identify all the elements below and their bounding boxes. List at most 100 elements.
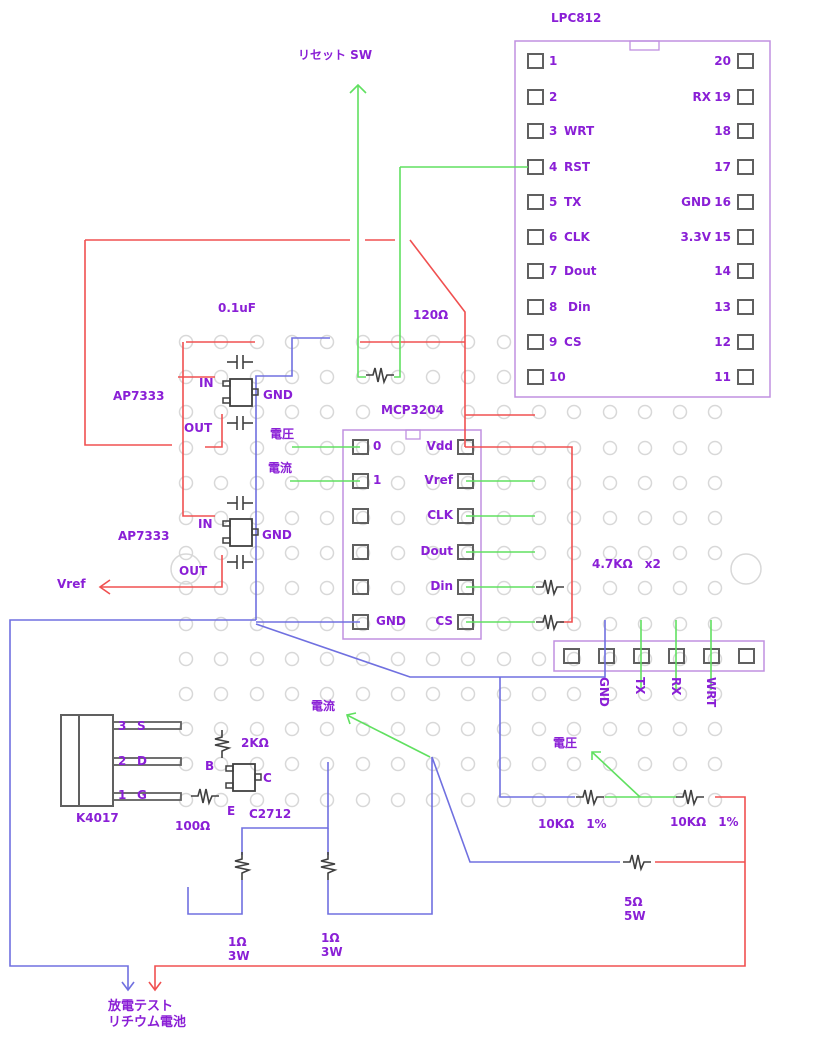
reg1-gnd-label: GND: [263, 388, 293, 402]
transistor-icon-pin: [225, 782, 234, 789]
fet-body: [60, 714, 114, 807]
regulator-icon: [229, 518, 253, 547]
board-hole: [213, 756, 229, 772]
lpc812-left-pin-7-name: Dout: [564, 264, 597, 278]
board-hole: [637, 686, 653, 702]
board-hole: [213, 651, 229, 667]
board-hole: [531, 510, 547, 526]
board-hole: [319, 651, 335, 667]
board-hole: [249, 651, 265, 667]
lpc812-right-pin-11-num: 11: [714, 370, 731, 384]
lpc812-pad: [737, 334, 754, 350]
lpc812-left-pin-3-name: WRT: [564, 124, 595, 138]
vref-label: Vref: [57, 577, 86, 591]
board-hole: [213, 686, 229, 702]
board-hole: [319, 721, 335, 737]
board-hole: [213, 792, 229, 808]
lpc812-pad: [527, 263, 544, 279]
board-hole: [319, 334, 335, 350]
board-hole: [460, 756, 476, 772]
board-hole: [390, 616, 406, 632]
battery-plus-arrow-icon: [148, 981, 162, 992]
fet-pin1-num: 1: [118, 788, 127, 802]
fet-pin2-name: D: [137, 754, 147, 768]
lpc812-left-pin-4-name: RST: [564, 160, 591, 174]
fet-lead: [112, 792, 182, 801]
vref-arrow-icon: [98, 579, 111, 595]
reg1-in-label: IN: [199, 376, 214, 390]
board-hole: [249, 475, 265, 491]
resistor-100-label: 100Ω: [175, 819, 211, 833]
board-hole: [531, 792, 547, 808]
reg2-out-label: OUT: [179, 564, 208, 578]
board-hole: [460, 475, 476, 491]
board-hole: [178, 510, 194, 526]
board-hole: [566, 475, 582, 491]
ground-trace: [499, 677, 575, 798]
lpc812-left-pin-2-num: 2: [549, 90, 558, 104]
lpc812-right-pin-16-name: GND: [681, 195, 711, 209]
battery-label-1: 放電テスト: [108, 999, 174, 1014]
board-hole: [707, 510, 723, 526]
board-hole: [213, 616, 229, 632]
header-outline: [553, 640, 765, 672]
transistor-label: C2712: [249, 807, 292, 821]
board-hole: [284, 404, 300, 420]
resistor-120-label: 120Ω: [413, 308, 449, 322]
regulator2-label: AP7333: [118, 529, 170, 543]
board-hole: [355, 404, 371, 420]
board-hole: [460, 686, 476, 702]
board-hole: [496, 616, 512, 632]
pullup-resistor-icon: [536, 614, 564, 632]
board-hole: [249, 404, 265, 420]
lpc812-left-pin-8-num: 8: [549, 300, 558, 314]
header-pad: [563, 648, 580, 664]
board-hole: [531, 404, 547, 420]
header-pad: [738, 648, 755, 664]
board-hole: [178, 475, 194, 491]
board-hole: [637, 792, 653, 808]
board-hole: [249, 792, 265, 808]
board-hole: [566, 404, 582, 420]
board-hole: [496, 580, 512, 596]
lpc812-right-pin-12-num: 12: [714, 335, 731, 349]
board-hole: [284, 792, 300, 808]
board-hole: [390, 440, 406, 456]
board-hole: [496, 756, 512, 772]
board-hole: [213, 580, 229, 596]
power-trace: [84, 240, 172, 446]
board-hole: [249, 510, 265, 526]
board-hole: [355, 616, 371, 632]
pullup-label: 4.7KΩ x2: [592, 557, 661, 571]
fet-tab: [60, 714, 80, 807]
board-hole: [284, 686, 300, 702]
board-hole: [284, 756, 300, 772]
board-hole: [390, 651, 406, 667]
board-hole: [425, 369, 441, 385]
board-hole: [602, 651, 618, 667]
lpc812-pad: [527, 334, 544, 350]
current-arrow-icon: [345, 712, 357, 725]
board-hole: [602, 545, 618, 561]
lpc812-right-pin-20-num: 20: [714, 54, 731, 68]
board-hole: [178, 580, 194, 596]
mcp3204-ch0-input-label: 電圧: [270, 427, 295, 441]
lpc812-pad: [737, 89, 754, 105]
board-hole: [390, 792, 406, 808]
board-hole: [531, 616, 547, 632]
board-hole: [425, 616, 441, 632]
board-hole: [672, 440, 688, 456]
board-hole: [496, 510, 512, 526]
lpc812-left-pin-4-num: 4: [549, 160, 558, 174]
lpc812-pad: [737, 299, 754, 315]
lpc812-right-pin-14-num: 14: [714, 264, 731, 278]
power-trace: [205, 414, 223, 448]
lpc812-left-pin-5-name: TX: [564, 195, 582, 209]
board-hole: [637, 475, 653, 491]
board-hole: [319, 369, 335, 385]
board-hole: [284, 580, 300, 596]
board-hole: [390, 369, 406, 385]
transistor-icon-pin: [254, 773, 262, 781]
lpc812-right-pin-19-name: RX: [692, 90, 712, 104]
lpc812-pad: [527, 229, 544, 245]
